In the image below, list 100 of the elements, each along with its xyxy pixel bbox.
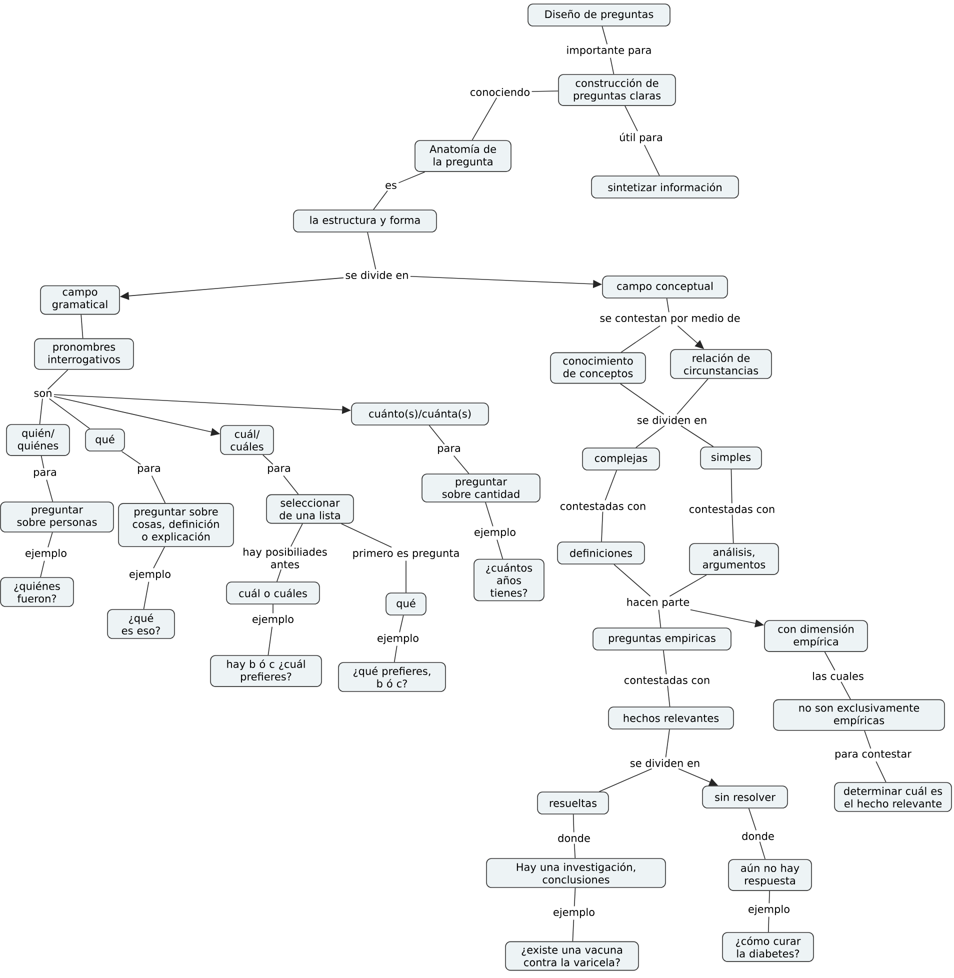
connector-line (598, 768, 652, 792)
linking-phrase: importante para (564, 44, 654, 58)
connector-line (667, 685, 670, 707)
linking-phrase: para (266, 464, 292, 476)
connector-line (40, 560, 45, 578)
concept-box: ¿cómo curar la diabetes? (722, 932, 814, 962)
connector-line (748, 808, 756, 831)
linking-phrase: primero es pregunta (350, 547, 462, 561)
concept-box: preguntas empiricas (592, 628, 732, 650)
connector-line (151, 475, 166, 504)
linking-phrase: ejemplo (472, 526, 518, 540)
linking-phrase: hacen parte (624, 596, 692, 610)
concept-box: preguntar sobre cosas, definición o explicación (118, 503, 234, 547)
connector-line (665, 729, 670, 758)
connector-line (572, 919, 574, 942)
concept-box: seleccionar de una lista (266, 494, 354, 524)
linking-phrase: para contestar (833, 748, 913, 762)
connector-line (644, 144, 660, 176)
concept-box: aún no hay respuesta (728, 859, 812, 891)
concept-box: Anatomía de la pregunta (414, 140, 512, 172)
concept-box: complejas (582, 448, 660, 470)
concept-box: pronombres interrogativos (34, 338, 134, 370)
concept-box: sin resolver (702, 786, 788, 808)
connector-line (574, 843, 576, 858)
connector-line (290, 523, 303, 547)
connector-line (876, 761, 886, 782)
connector-line (531, 90, 558, 92)
linking-phrase: hay posibiliades antes (236, 546, 334, 570)
connector-line (604, 470, 618, 501)
connector-line (732, 514, 734, 544)
connector-line (614, 564, 651, 597)
connector-line (496, 539, 504, 560)
concept-box: cuál/ cuáles (220, 425, 274, 455)
connector-line (394, 645, 398, 662)
concept-box: análisis, argumentos (689, 543, 779, 575)
linking-phrase: se contestan por medio de (598, 312, 742, 326)
linking-phrase: se divide en (344, 269, 410, 281)
linking-phrase: para (32, 468, 58, 480)
connector-line (663, 650, 667, 675)
concept-box: hay b ó c ¿cuál prefieres? (210, 655, 322, 687)
connector-line (373, 190, 388, 210)
connector-line (666, 298, 670, 313)
concept-box: resueltas (537, 792, 609, 814)
concept-box: qué (386, 592, 426, 616)
connector-line (340, 523, 392, 548)
connector-line (121, 451, 141, 465)
concept-box: qué (85, 428, 125, 452)
connector-line (759, 841, 766, 860)
linking-phrase: para (436, 444, 462, 456)
linking-phrase: ejemplo (23, 547, 69, 561)
connector-line (636, 425, 665, 448)
linking-phrase: para (136, 464, 162, 476)
concept-box: no son exclusivamente empíricas (773, 699, 945, 731)
connector-line (680, 425, 714, 447)
connector-line (428, 425, 445, 445)
linking-phrase: ejemplo (375, 632, 421, 646)
concept-box: preguntar sobre cantidad (422, 474, 540, 502)
linking-phrase: se dividen en (628, 757, 702, 769)
linking-phrase: donde (740, 830, 776, 842)
concept-box: ¿quiénes fueron? (0, 577, 74, 607)
concept-box: Diseño de preguntas (528, 4, 670, 26)
connector-line (620, 383, 664, 415)
linking-phrase: donde (556, 832, 592, 844)
linking-phrase: útil para (618, 131, 664, 145)
linking-phrase: son (32, 390, 54, 399)
linking-phrase: ejemplo (551, 906, 597, 920)
connector-line (40, 456, 44, 469)
connector-line (262, 454, 274, 465)
linking-phrase: conociendo (468, 86, 532, 98)
linking-phrase: las cuales (810, 670, 866, 682)
concept-box: campo gramatical (40, 285, 120, 315)
connector-line (272, 604, 274, 614)
connector-line (398, 172, 426, 184)
concept-box: simples (700, 446, 762, 470)
connector-line (620, 325, 660, 353)
connector-line (840, 681, 851, 700)
connector-line (768, 890, 770, 904)
connector-line (46, 479, 54, 502)
connector-line (601, 511, 604, 542)
connector-line (602, 26, 608, 45)
concept-box: ¿qué prefieres, b ó c? (338, 662, 446, 692)
concept-box: cuál o cuáles (226, 582, 320, 604)
connector-line (48, 532, 53, 548)
linking-phrase: es (384, 182, 398, 191)
connector-line (624, 106, 638, 132)
connector-line (676, 378, 708, 415)
concept-box: ¿qué es eso? (107, 609, 175, 639)
concept-box: la estructura y forma (293, 210, 437, 232)
linking-phrase: contestadas con (558, 500, 648, 512)
concept-box: con dimensión empírica (764, 620, 868, 652)
connector-line (574, 888, 576, 907)
linking-phrase: ejemplo (746, 903, 792, 917)
connector-line (143, 581, 150, 610)
concept-box: preguntar sobre personas (0, 502, 114, 532)
concept-box: construcción de preguntas claras (558, 74, 676, 106)
connector-line (669, 574, 707, 597)
connector-line (730, 469, 732, 504)
connector-line (276, 569, 282, 582)
concept-box: determinar cuál es el hecho relevante (834, 782, 952, 812)
concept-box: conocimiento de conceptos (550, 352, 646, 384)
